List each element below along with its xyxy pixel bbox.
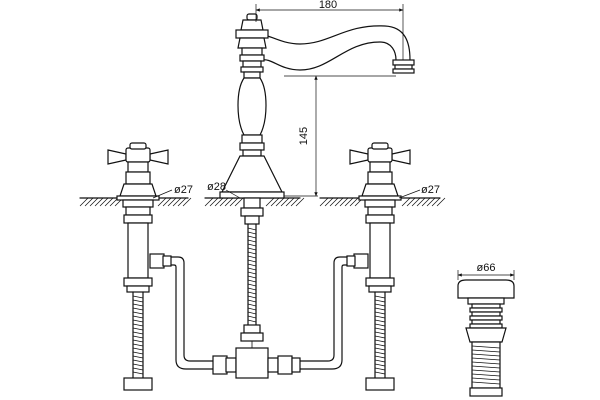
center-shank [240,197,264,326]
dim-drain-label: ø66 [477,262,496,274]
dimension-lines [152,4,515,280]
left-handle-assembly [107,142,169,201]
dim-center-hole-label: ø28 [207,181,226,193]
left-valve-body [122,199,172,391]
spout-assembly [219,13,415,199]
dim-145-label: 145 [298,127,310,145]
dim-right-hole-label: ø27 [421,184,440,196]
popup-drain [457,279,515,397]
dim-left-hole-label: ø27 [174,184,193,196]
dim-180-label: 180 [319,0,337,11]
right-handle-assembly [349,142,411,201]
right-valve-body [346,199,396,391]
tee-connector [212,324,301,379]
connecting-hoses [170,256,348,370]
